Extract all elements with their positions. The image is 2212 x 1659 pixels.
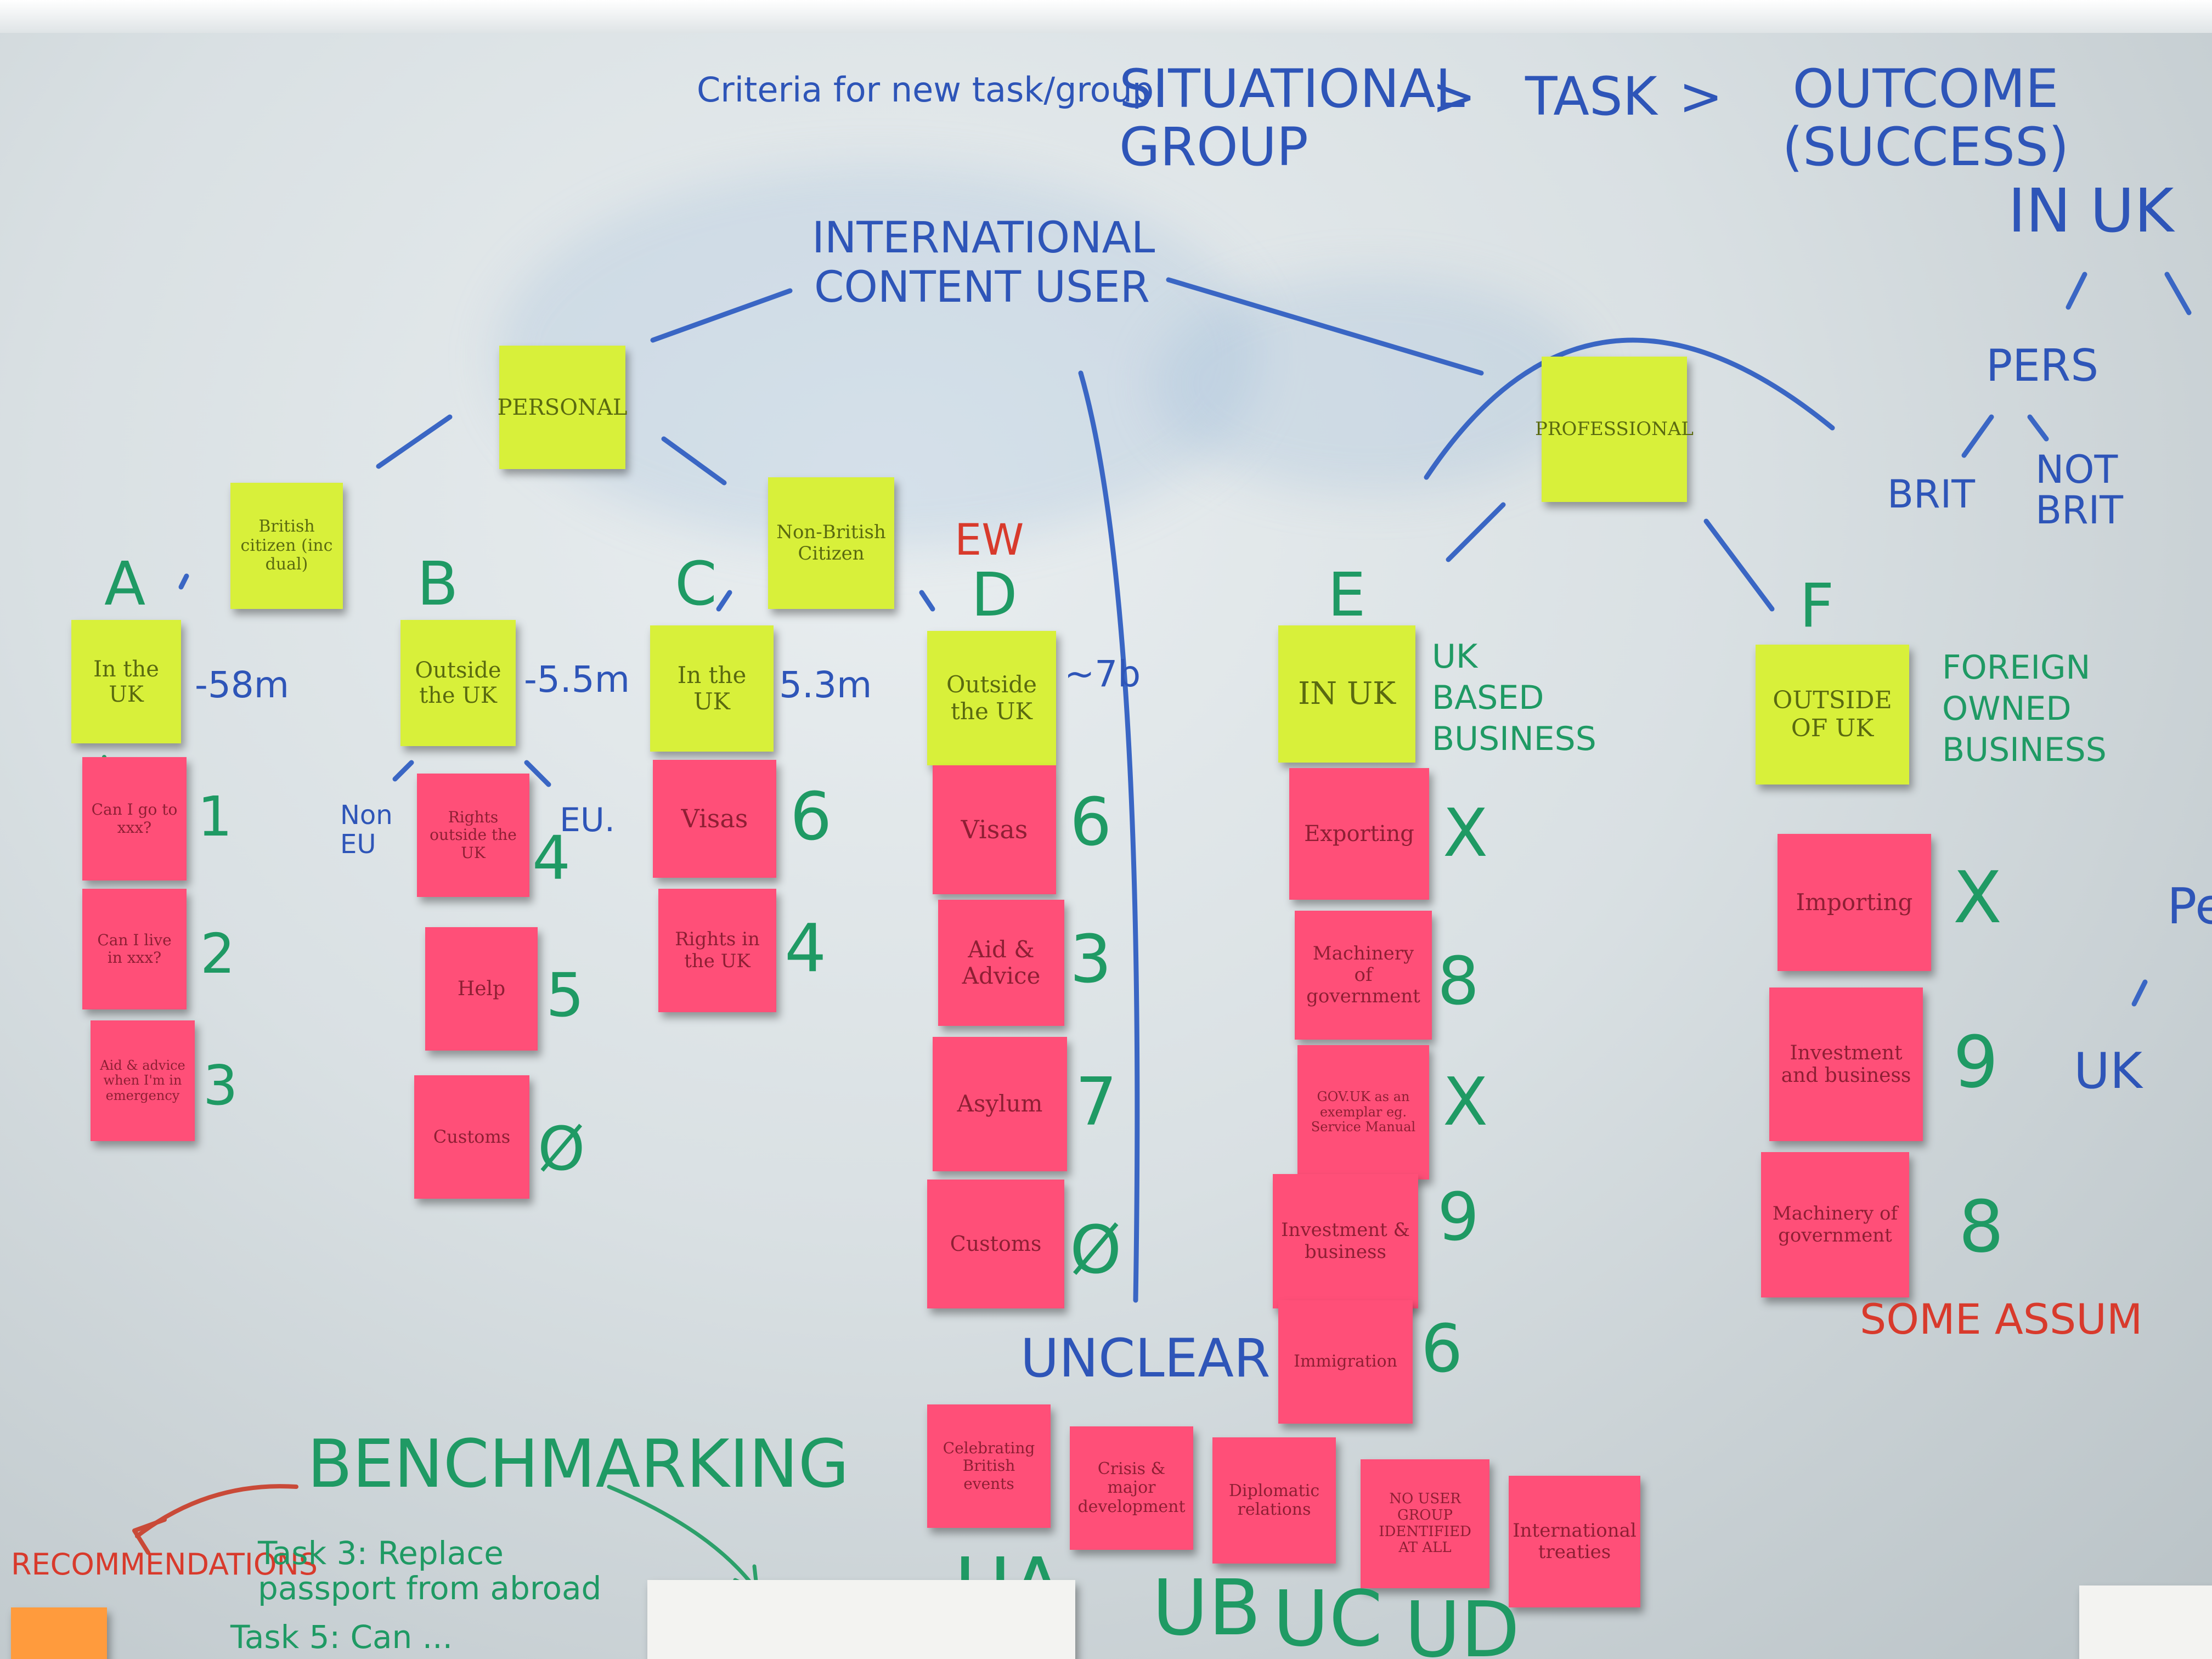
task-d1-note: Visas — [933, 765, 1056, 894]
unclear-label: UNCLEAR — [1020, 1328, 1271, 1389]
root-heading: INTERNATIONAL CONTENT USER — [812, 213, 1155, 312]
whiteboard-frame — [0, 0, 2212, 33]
score-e3: X — [1443, 1064, 1488, 1141]
personal-note: PERSONAL — [498, 346, 627, 469]
size-b: -5.5m — [524, 658, 630, 701]
eu-label: EU. — [560, 801, 615, 839]
task-u4-note: NO USER GROUP IDENTIFIED AT ALL — [1361, 1459, 1489, 1588]
score-c1: 6 — [790, 779, 832, 855]
benchmark-task-5: Task 5: Can ... — [230, 1618, 453, 1656]
letter-f: F — [1799, 571, 1835, 641]
greater-than-2: > — [1679, 66, 1723, 127]
criteria-text: Criteria for new task/group: — [697, 70, 1166, 110]
greater-than-1: > — [1432, 66, 1476, 127]
task-heading: TASK — [1525, 66, 1657, 127]
task-a1-note: Can I go to xxx? — [82, 757, 187, 881]
printed-sheet-right — [2079, 1585, 2212, 1659]
score-d3: 7 — [1075, 1064, 1118, 1141]
printed-sheet — [647, 1580, 1075, 1659]
right-uk: UK — [2074, 1042, 2142, 1100]
task-u5-note: International treaties — [1509, 1476, 1640, 1607]
segment-a-note: In the UK — [71, 620, 181, 743]
task-e4-note: Investment & business — [1273, 1174, 1418, 1308]
score-d1: 6 — [1070, 785, 1112, 861]
task-f3-note: Machinery of government — [1761, 1152, 1909, 1297]
letter-b: B — [417, 549, 459, 619]
outcome-heading: OUTCOME (SUCCESS) — [1782, 58, 2069, 178]
score-d2: 3 — [1070, 922, 1112, 998]
score-f2: 9 — [1953, 1020, 1999, 1104]
task-c2-note: Rights in the UK — [658, 889, 776, 1012]
task-a3-note: Aid & advice when I'm in emergency — [91, 1020, 195, 1141]
segment-c-note: In the UK — [650, 625, 774, 752]
task-d3-note: Asylum — [933, 1037, 1067, 1171]
task-f2-note: Investment and business — [1769, 988, 1923, 1141]
task-e1-note: Exporting — [1289, 768, 1429, 900]
task-e3-note: GOV.UK as an exemplar eg. Service Manual — [1297, 1045, 1429, 1180]
task-b1-note: Rights outside the UK — [417, 774, 529, 897]
right-not-brit: NOT BRIT — [2035, 447, 2124, 533]
letter-e: E — [1328, 560, 1366, 630]
task-b2-note: Help — [425, 927, 538, 1051]
task-b3-note: Customs — [414, 1075, 529, 1199]
task-u2-note: Crisis & major development — [1070, 1426, 1193, 1550]
orange-note — [11, 1607, 107, 1659]
right-brit: BRIT — [1887, 472, 1976, 517]
segment-b-note: Outside the UK — [400, 620, 516, 746]
task-c1-note: Visas — [653, 760, 776, 878]
task-d4-note: Customs — [927, 1180, 1064, 1308]
letter-a: A — [104, 549, 146, 619]
score-f3: 8 — [1959, 1185, 2004, 1268]
score-e5: 6 — [1421, 1311, 1463, 1387]
situational-group-heading: SITUATIONAL GROUP — [1119, 58, 1465, 178]
score-e2: 8 — [1437, 944, 1480, 1020]
task-e5-note: Immigration — [1278, 1300, 1413, 1424]
segment-d-note: Outside the UK — [927, 631, 1056, 765]
code-uc: UC — [1273, 1575, 1383, 1659]
right-in-uk: IN UK — [2008, 176, 2174, 246]
letter-c: C — [675, 549, 717, 619]
erased-smudge — [1152, 274, 1591, 494]
letter-d: D — [971, 560, 1018, 630]
score-a2: 2 — [200, 922, 235, 986]
ew-mark: EW — [955, 516, 1024, 565]
uk-based-business-label: UK BASED BUSINESS — [1432, 637, 1596, 758]
score-a1: 1 — [198, 785, 233, 849]
size-d: ~7b — [1064, 653, 1141, 695]
score-f1: X — [1953, 856, 2002, 939]
non-british-citizen-note: Non-British Citizen — [768, 477, 894, 609]
task-f1-note: Importing — [1778, 834, 1931, 971]
score-b3: Ø — [538, 1114, 585, 1184]
score-c2: 4 — [785, 911, 827, 987]
score-d4: Ø — [1070, 1212, 1122, 1289]
non-eu-label: Non EU — [340, 800, 393, 860]
score-e1: X — [1443, 795, 1488, 872]
task-d2-note: Aid & Advice — [938, 900, 1064, 1026]
score-b1: 4 — [532, 823, 571, 893]
task-a2-note: Can I live in xxx? — [82, 889, 187, 1009]
right-pe: Pe — [2167, 878, 2212, 935]
code-ub: UB — [1152, 1564, 1261, 1653]
task-e2-note: Machinery of government — [1295, 911, 1432, 1040]
foreign-owned-business-label: FOREIGN OWNED BUSINESS — [1942, 648, 2107, 769]
recommendations-label: RECOMMENDATIONS — [11, 1547, 318, 1582]
segment-f-note: OUTSIDE OF UK — [1756, 645, 1909, 785]
score-e4: 9 — [1437, 1180, 1480, 1256]
some-assumptions-label: SOME ASSUM — [1860, 1295, 2143, 1344]
size-c: 5.3m — [779, 664, 872, 706]
score-b2: 5 — [546, 960, 584, 1030]
code-ud: UD — [1404, 1585, 1520, 1659]
benchmarking-heading: BENCHMARKING — [307, 1426, 849, 1503]
right-pers: PERS — [1986, 340, 2099, 391]
task-u1-note: Celebrating British events — [927, 1404, 1051, 1528]
british-citizen-note: British citizen (inc dual) — [230, 483, 343, 609]
size-a: -58m — [195, 664, 290, 706]
benchmark-task-3: Task 3: Replace passport from abroad — [258, 1534, 602, 1607]
professional-note: PROFESSIONAL — [1535, 357, 1694, 502]
task-u3-note: Diplomatic relations — [1212, 1437, 1336, 1564]
segment-e-note: IN UK — [1278, 625, 1415, 763]
score-a3: 3 — [203, 1053, 238, 1118]
